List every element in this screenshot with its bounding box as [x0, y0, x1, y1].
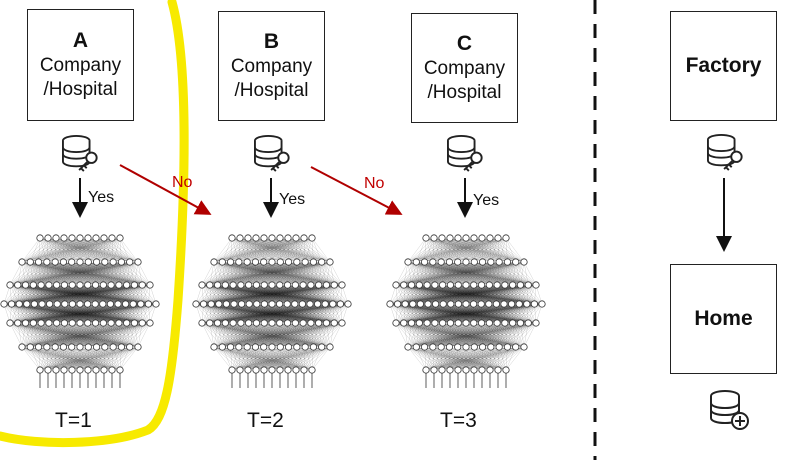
node-letter: B: [263, 30, 280, 54]
factory-box: Factory: [670, 11, 777, 121]
node-box-b: B Company /Hospital: [218, 11, 325, 121]
time-label-1: T=1: [55, 409, 92, 432]
node-line1: Company: [39, 55, 122, 77]
node-line1: Company: [230, 56, 313, 78]
no-arrow: [310, 166, 403, 215]
no-arrow: [119, 164, 212, 215]
neural-network-icon: [0, 234, 160, 388]
node-box-c: C Company /Hospital: [411, 13, 518, 123]
node-line2: /Hospital: [427, 82, 502, 104]
database-key-icon: [446, 134, 483, 172]
database-key-icon: [706, 133, 743, 171]
factory-label: Factory: [685, 54, 762, 77]
node-letter: A: [72, 29, 89, 53]
no-label: No: [364, 175, 385, 192]
database-add-icon: [710, 390, 749, 430]
yes-label: Yes: [279, 191, 306, 208]
home-box: Home: [670, 264, 777, 374]
time-label-3: T=3: [440, 409, 477, 432]
time-label-2: T=2: [247, 409, 284, 432]
database-key-icon: [253, 134, 290, 172]
neural-network-icon: [386, 234, 546, 388]
node-box-a: A Company /Hospital: [27, 9, 134, 121]
node-line2: /Hospital: [234, 80, 309, 102]
yes-label: Yes: [473, 192, 500, 209]
neural-network-icon: [192, 234, 352, 388]
node-line2: /Hospital: [43, 79, 118, 101]
node-letter: C: [456, 32, 473, 56]
database-key-icon: [61, 134, 98, 172]
highlight-stroke: [0, 0, 189, 448]
node-line1: Company: [423, 58, 506, 80]
no-label: No: [172, 174, 193, 191]
home-label: Home: [694, 307, 753, 330]
yes-label: Yes: [88, 189, 115, 206]
